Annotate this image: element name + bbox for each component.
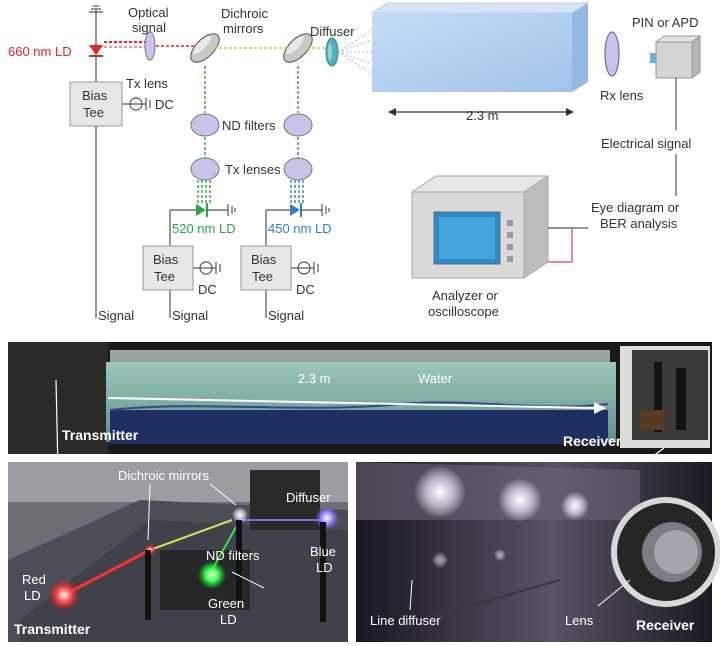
rx-receiver-label: Receiver [636,617,695,633]
electrical-signal-label: Electrical signal [601,136,691,151]
distance-label: 2.3 m [466,108,499,123]
nd-filter-blue [283,113,313,137]
bias-tee-red-label-2: Tee [83,105,104,120]
tx-green-ld-label-2: LD [220,612,237,627]
signal-label-red: Signal [98,308,134,323]
oscilloscope-icon [410,175,550,279]
dichroic-label-1: Dichroic [221,6,268,21]
rx-lens-label: Rx lens [600,88,644,103]
ground-icon [89,5,103,30]
green-laser-diode-icon [169,203,236,246]
pin-apd-label: PIN or APD [632,15,698,30]
blue-laser-diode-icon [265,203,330,246]
tank-arrow [107,397,597,409]
detector-icon [650,35,702,79]
tx-transmitter-label: Transmitter [14,621,91,637]
tx-diffuser-label: Diffuser [286,490,331,505]
rx-lens-icon [604,31,620,77]
diffuser-label: Diffuser [310,24,355,39]
blue-ld-label: 450 nm LD [268,221,332,236]
dc-label-blue: DC [296,282,315,297]
dc-source-icon [122,97,151,111]
tx-dichroic-label: Dichroic mirrors [118,468,210,483]
blue-path [290,66,304,204]
diffuser-icon [325,37,339,67]
schematic: 660 nm LD Optical signal Bias Tee Signal… [8,2,702,323]
tx-red-ld-label-2: LD [24,588,41,603]
tx-lens-green [190,157,220,181]
bias-tee-green [142,245,194,291]
bias-tee-blue [240,245,292,291]
dichroic-mirror-2 [283,33,313,63]
eye-diagram-label-1: Eye diagram or [591,200,680,215]
green-ld-label: 520 nm LD [172,221,236,236]
analyzer-label-2: oscilloscope [428,304,499,319]
bias-tee-green-label-1: Bias [153,252,179,267]
bias-tee-blue-label-1: Bias [251,252,277,267]
bias-tee-blue-label-2: Tee [252,269,273,284]
dc-label-green: DC [198,282,217,297]
dichroic-mirror-1 [190,33,220,63]
photo-receiver: Line diffuser Lens Receiver [356,462,720,642]
red-ld-label: 660 nm LD [8,44,72,59]
tx-lens-blue [283,157,313,181]
water-tank-box [370,2,590,92]
rx-line-diffuser-label: Line diffuser [370,613,441,628]
tank-distance-label: 2.3 m [298,371,331,386]
optical-signal-label-1: Optical [128,5,169,20]
rx-lens-label-photo: Lens [565,613,594,628]
red-laser-diode-icon [89,30,103,82]
tank-transmitter-label: Transmitter [62,427,139,443]
photo-transmitter: Dichroic mirrors Diffuser ND filters Red… [8,462,348,642]
bias-tee-green-label-2: Tee [154,269,175,284]
dc-source-blue-icon [291,261,319,275]
tx-lens-label: Tx lens [126,76,168,91]
tx-red-ld-label-1: Red [22,572,46,587]
tx-lenses-label: Tx lenses [225,162,281,177]
photo-tank: 2.3 m Water Transmitter Receiver [8,342,712,480]
signal-label-blue: Signal [268,308,304,323]
tx-green-ld-label-1: Green [208,596,244,611]
signal-label-green: Signal [172,308,208,323]
bias-tee-red-label-1: Bias [82,88,108,103]
nd-filters-label: ND filters [222,118,276,133]
nd-filter-green [190,113,220,137]
tx-blue-ld-label-2: LD [316,560,333,575]
optical-signal-label-2: signal [132,20,166,35]
tx-nd-filters-label: ND filters [206,548,260,563]
dc-source-green-icon [193,261,221,275]
tank-water-label: Water [418,371,453,386]
tx-lens-icon [144,31,156,61]
tx-blue-ld-label-1: Blue [310,544,336,559]
diffused-rays [337,29,373,75]
dc-label-red: DC [155,97,174,112]
tank-receiver-label: Receiver [563,433,622,449]
green-path [197,66,211,204]
eye-diagram-label-2: BER analysis [600,216,678,231]
analyzer-label-1: Analyzer or [432,288,498,303]
dichroic-label-2: mirrors [223,21,264,36]
